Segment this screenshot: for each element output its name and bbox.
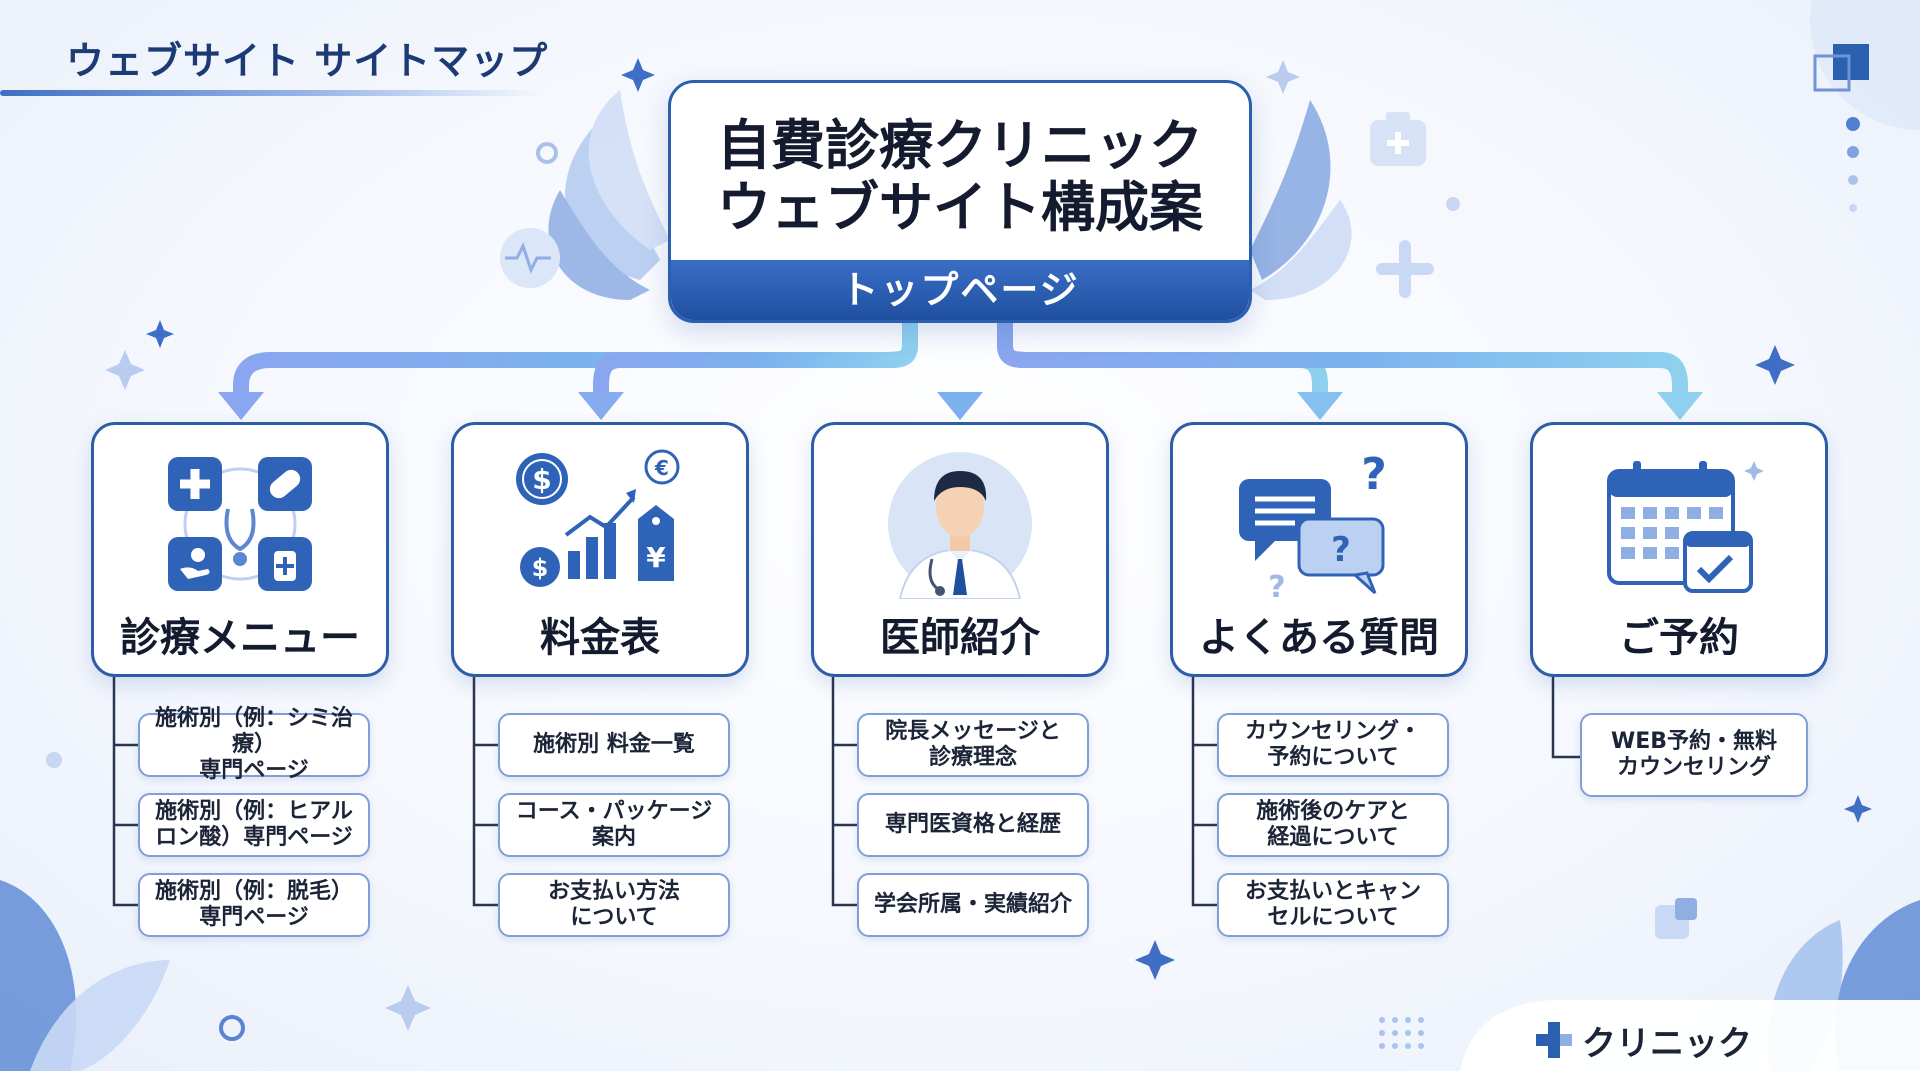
sub-item-societies[interactable]: 学会所属・実績紹介: [857, 873, 1089, 937]
leaf-decoration-bottom-left: [0, 880, 170, 1071]
svg-text:?: ?: [1268, 570, 1285, 599]
header-underline: [0, 90, 540, 96]
category-card-reservation[interactable]: ご予約: [1530, 422, 1828, 677]
clinic-cross-icon: [1536, 1022, 1572, 1058]
svg-text:?: ?: [1361, 449, 1387, 500]
top-page-label: トップページ: [671, 260, 1249, 320]
sub-item-price-list[interactable]: 施術別 料金一覧: [498, 713, 730, 777]
category-label-treatment-menu: 診療メニュー: [120, 615, 360, 661]
sub-item-qualifications[interactable]: 専門医資格と経歴: [857, 793, 1089, 857]
header-title: ウェブサイト サイトマップ: [66, 39, 549, 83]
leaf-decoration-left: [548, 90, 670, 300]
category-label-doctor-profile: 医師紹介: [880, 615, 1040, 661]
sub-item-treatment-spot[interactable]: 施術別（例：シミ治療） 専門ページ: [138, 706, 370, 783]
svg-text:$: $: [532, 554, 549, 582]
sub-item-payment-method[interactable]: お支払い方法 について: [498, 873, 730, 937]
sub-item-counseling-booking[interactable]: カウンセリング・ 予約について: [1217, 713, 1449, 777]
sparkle-icons: [146, 58, 1872, 980]
svg-text:$: $: [532, 463, 551, 496]
leaf-decoration-right: [1250, 100, 1352, 300]
price-chart-icon: $ $ € ¥: [516, 449, 680, 587]
top-page-card[interactable]: 自費診療クリニック ウェブサイト構成案 トップページ: [668, 80, 1252, 323]
sub-item-course-package[interactable]: コース・パッケージ案内: [498, 793, 730, 857]
calendar-check-icon: [1607, 461, 1764, 593]
medical-services-icon: [168, 457, 312, 591]
svg-text:€: €: [654, 456, 669, 480]
sub-item-treatment-hyaluronic[interactable]: 施術別（例：ヒアル ロン酸）専門ページ: [138, 793, 370, 857]
sub-item-director-message[interactable]: 院長メッセージと 診療理念: [857, 713, 1089, 777]
brand-name: クリニック: [1582, 1024, 1752, 1064]
svg-text:?: ?: [1331, 530, 1351, 570]
sub-item-aftercare[interactable]: 施術後のケアと 経過について: [1217, 793, 1449, 857]
category-card-pricing[interactable]: $ $ € ¥ 料金表: [451, 422, 749, 677]
category-card-treatment-menu[interactable]: 診療メニュー: [91, 422, 389, 677]
site-title-line1: 自費診療クリニック: [717, 114, 1203, 177]
category-label-pricing: 料金表: [540, 615, 660, 661]
faq-chat-icon: ? ? ?: [1239, 449, 1387, 599]
sub-item-payment-cancel[interactable]: お支払いとキャン セルについて: [1217, 873, 1449, 937]
brand-panel: [1460, 1000, 1920, 1071]
svg-text:¥: ¥: [646, 541, 666, 574]
sub-item-web-reservation[interactable]: WEB予約・無料 カウンセリング: [1580, 713, 1808, 797]
doctor-icon: [888, 452, 1032, 599]
category-label-reservation: ご予約: [1619, 615, 1739, 661]
category-card-faq[interactable]: ? ? ? よくある質問: [1170, 422, 1468, 677]
category-label-faq: よくある質問: [1199, 615, 1439, 661]
arrow-heads: [218, 392, 1703, 420]
category-card-doctor-profile[interactable]: 医師紹介: [811, 422, 1109, 677]
site-title-line2: ウェブサイト構成案: [717, 176, 1203, 239]
site-title: 自費診療クリニック ウェブサイト構成案: [671, 115, 1249, 239]
sub-item-treatment-hair-removal[interactable]: 施術別（例：脱毛） 専門ページ: [138, 873, 370, 937]
